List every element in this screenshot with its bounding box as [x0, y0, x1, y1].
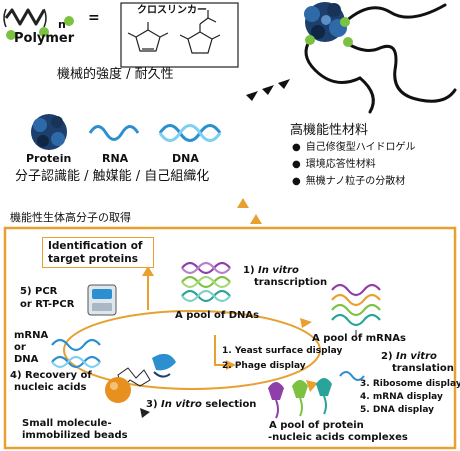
pointer-triangle-icon	[140, 408, 150, 418]
selection-label: 3) In vitro selection	[146, 399, 257, 410]
phage-display-label: 2. Phage display	[222, 361, 306, 371]
identification-box: Identification of target proteins	[42, 237, 154, 268]
orange-triangle-arrow-icon	[237, 198, 262, 224]
materials-item: 自己修復型ハイドロゲル	[292, 142, 416, 153]
pool-dnas-label: A pool of DNAs	[175, 310, 260, 321]
maleimide-structure-icon	[127, 22, 169, 52]
green-dot-icon	[64, 16, 74, 26]
dna-label: DNA	[172, 152, 199, 165]
polymer-network-icon	[304, 3, 457, 114]
mechanical-caption: 機械的強度 / 耐久性	[57, 67, 174, 82]
pcr-label-2: or RT-PCR	[20, 299, 75, 310]
complex-label-1: A pool of protein	[269, 420, 364, 431]
section-title: 機能性生体高分子の取得	[10, 211, 131, 224]
mrna-display-label: 4. mRNA display	[360, 392, 443, 402]
transcription-label: 1) In vitro	[243, 265, 299, 276]
mrna-pool-icon	[331, 283, 381, 327]
nhs-ester-structure-icon	[179, 10, 221, 54]
dna-pool-icon	[181, 261, 231, 303]
rna-strand-icon	[88, 125, 140, 141]
dna-display-label: 5. DNA display	[360, 405, 434, 415]
mrna-strand-icon	[51, 338, 101, 352]
polymer-subscript: n	[58, 18, 66, 31]
recovery-label-2: nucleic acids	[14, 382, 87, 393]
pcr-machine-icon	[87, 284, 117, 316]
polymer-chain-icon	[3, 8, 49, 40]
functions-caption: 分子認識能 / 触媒能 / 自己組織化	[15, 169, 210, 184]
equals-sign: =	[88, 10, 100, 26]
yeast-display-label: 1. Yeast surface display	[222, 346, 343, 356]
materials-item: 環境応答性材料	[292, 159, 376, 170]
polymer-label: Polymer	[14, 31, 75, 46]
materials-item: 無機ナノ粒子の分散材	[292, 176, 406, 187]
bead-complex-icon	[105, 353, 176, 403]
translation-word: translation	[392, 363, 454, 374]
pcr-label-1: 5) PCR	[20, 286, 58, 297]
protein-icon	[31, 114, 67, 150]
dna-label-small: DNA	[14, 354, 39, 365]
recovery-label-1: 4) Recovery of	[10, 370, 92, 381]
beads-label-2: immobilized beads	[22, 430, 128, 441]
transcription-word: transcription	[254, 277, 328, 288]
ribosome-display-label: 3. Ribosome display	[360, 379, 460, 389]
crosslinker-title: クロスリンカー	[137, 5, 207, 16]
translation-label: 2) In vitro	[381, 351, 437, 362]
green-dot-icon	[305, 35, 315, 45]
selection-cycle	[63, 310, 321, 390]
triangle-arrow-icon	[246, 79, 290, 101]
dna-strand-icon	[51, 355, 101, 369]
materials-heading: 高機能性材料	[290, 123, 369, 138]
complex-label-2: -nucleic acids complexes	[268, 432, 408, 443]
rna-label: RNA	[102, 152, 129, 165]
or-label: or	[14, 342, 26, 353]
complex-pool-icon	[268, 378, 332, 419]
selection-frame	[3, 226, 457, 450]
pool-mrnas-label: A pool of mRNAs	[312, 333, 406, 344]
green-dot-icon	[340, 17, 350, 27]
dna-helix-icon	[158, 124, 222, 142]
beads-label-1: Small molecule-	[22, 418, 112, 429]
mrna-tail-icon	[339, 371, 365, 381]
green-dot-icon	[343, 37, 353, 47]
mrna-label: mRNA	[14, 330, 49, 341]
protein-label: Protein	[26, 152, 72, 165]
